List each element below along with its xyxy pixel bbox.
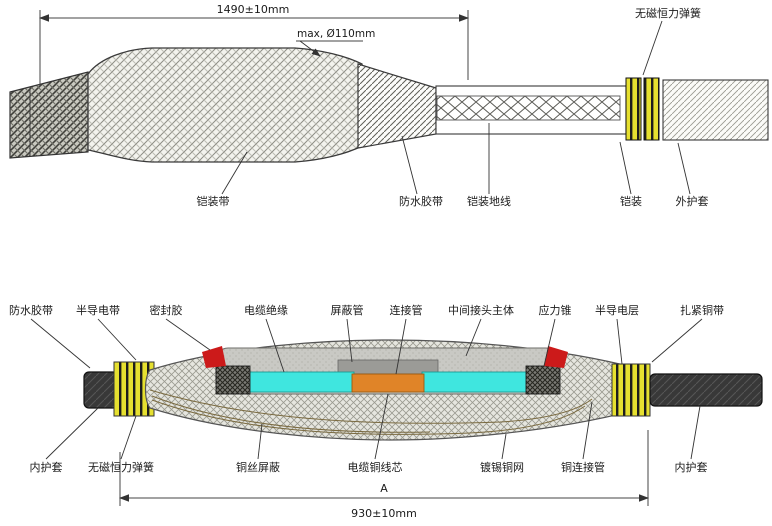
inner-sheath-left-leader xyxy=(45,407,99,460)
spring-band-1 xyxy=(625,77,642,141)
connection-tube xyxy=(351,373,425,393)
stress-cone-label: 应力锥 xyxy=(539,303,572,317)
sealant-leader xyxy=(165,318,211,351)
connection-tube-leader xyxy=(395,318,407,375)
bottom-view-bottom-callouts: 内护套 无磁恒力弹簧 铜丝屏蔽 电缆铜线芯 镀锡铜网 铜连接管 内护套 xyxy=(30,393,708,474)
bottom-view: 防水胶带 半导电带 密封胶 电缆绝缘 屏蔽管 连接管 中间接头主体 应力锥 半导… xyxy=(9,303,763,520)
ground-wire-label: 铠装地线 xyxy=(467,194,511,208)
armor-tape-bulge xyxy=(87,47,363,163)
dim-text-930: 930±10mm xyxy=(351,507,417,520)
waterproof-tape2-leader xyxy=(30,318,91,369)
armor-leader xyxy=(619,141,632,195)
dimension-930: A 930±10mm xyxy=(119,430,649,520)
armor-tape-label: 铠装带 xyxy=(197,194,230,208)
spring-left-label: 无磁恒力弹簧 xyxy=(88,460,154,474)
main-body-leader xyxy=(465,318,482,357)
cable-insulation-right xyxy=(421,371,533,393)
waterproof-tape-label: 防水胶带 xyxy=(399,194,443,208)
inner-sheath-left xyxy=(83,371,119,409)
waterproof-tape-cone xyxy=(357,63,437,149)
copper-tie-label: 扎紧铜带 xyxy=(680,303,724,317)
spring-label-top: 无磁恒力弹簧 xyxy=(635,6,701,20)
sealant-right xyxy=(544,346,568,368)
semicon-block-left xyxy=(215,365,251,395)
waterproof-tape-leader xyxy=(401,135,418,195)
semicon-tape-leader xyxy=(97,318,137,361)
copper-core-leader xyxy=(374,393,389,460)
copper-connector-leader xyxy=(582,401,593,460)
dim-text-diameter: max, Ø110mm xyxy=(297,28,375,40)
spring-callout-top: 无磁恒力弹簧 xyxy=(635,6,701,76)
inner-sheath-left-label: 内护套 xyxy=(30,460,63,474)
copper-core-label: 电缆铜线芯 xyxy=(348,460,403,474)
copper-wire-strands xyxy=(149,389,593,435)
spring-leader-top xyxy=(642,20,663,76)
spring-block-right xyxy=(611,363,651,417)
inner-sheath-right-leader xyxy=(690,405,701,460)
top-view-callouts: 铠装带 防水胶带 铠装地线 铠装 外护套 xyxy=(197,123,709,208)
semicon-block-right xyxy=(525,365,561,395)
semicon-tape-label: 半导电带 xyxy=(76,303,120,317)
inner-sheath-right xyxy=(649,373,763,407)
outer-sheath xyxy=(662,79,769,141)
copper-wire-3 xyxy=(149,389,593,424)
inner-sheath-right-label: 内护套 xyxy=(675,460,708,474)
connection-tube-label: 连接管 xyxy=(390,303,423,317)
mesh-label: 镀锡铜网 xyxy=(480,460,524,474)
max-diameter-callout: max, Ø110mm xyxy=(296,28,375,57)
dim-text-1490: 1490±10mm xyxy=(217,3,290,16)
semicon-layer-leader xyxy=(616,318,623,365)
diameter-leader xyxy=(299,40,321,57)
armor-tape-leader xyxy=(221,151,248,195)
copper-connector-label: 铜连接管 xyxy=(561,460,605,474)
shield-tube-label: 屏蔽管 xyxy=(331,303,364,317)
copper-wire-2 xyxy=(151,399,586,435)
shield-tube-leader xyxy=(346,318,353,363)
spring-left-leader xyxy=(120,415,137,460)
mesh-leader xyxy=(501,433,507,460)
copper-tie-leader xyxy=(651,318,703,363)
outer-sheath-leader xyxy=(677,142,691,195)
insulation-label: 电缆绝缘 xyxy=(244,303,288,317)
semicon-layer-label: 半导电层 xyxy=(595,303,639,317)
stress-cone-leader xyxy=(543,318,556,367)
spring-band-2 xyxy=(643,77,660,141)
dim-label-a: A xyxy=(380,482,388,495)
waterproof-tape2-label: 防水胶带 xyxy=(9,303,53,317)
outer-sheath-label: 外护套 xyxy=(676,194,709,208)
main-body-label: 中间接头主体 xyxy=(448,303,514,317)
sealant-left xyxy=(202,346,226,368)
dimension-1490: 1490±10mm xyxy=(39,3,469,86)
top-view: 1490±10mm max, Ø110mm 无磁恒力弹簧 铠装带 防水胶带 铠装… xyxy=(9,3,769,208)
copper-shield-label: 铜丝屏蔽 xyxy=(236,460,280,474)
insulation-leader xyxy=(265,318,285,373)
armored-cable-left xyxy=(9,71,89,159)
armor-ground-wire-band xyxy=(436,95,621,121)
sealant-label: 密封胶 xyxy=(150,303,183,317)
copper-shield-leader xyxy=(257,423,263,460)
copper-wire-1 xyxy=(151,395,431,433)
armor-label: 铠装 xyxy=(620,194,642,208)
bottom-view-top-callouts: 防水胶带 半导电带 密封胶 电缆绝缘 屏蔽管 连接管 中间接头主体 应力锥 半导… xyxy=(9,303,724,375)
